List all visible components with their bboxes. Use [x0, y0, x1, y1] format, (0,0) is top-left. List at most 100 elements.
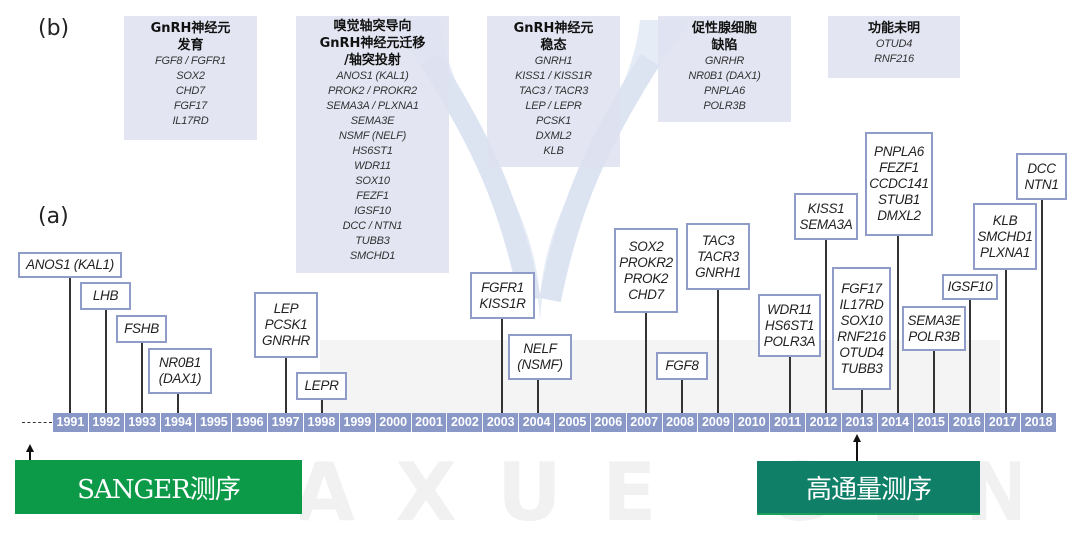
stem-2003 [501, 319, 503, 413]
gene: HS6ST1 [764, 317, 815, 333]
gene: IL17RD [839, 296, 884, 312]
discovery-2003: FGFR1 KISS1R [470, 272, 535, 319]
year-cell: 2011 [770, 413, 806, 432]
stem-2013 [861, 390, 863, 413]
gene: (DAX1) [158, 371, 202, 386]
stem-1993 [141, 343, 143, 413]
gene: NTN1 [1024, 176, 1059, 192]
stem-2008 [681, 380, 683, 413]
gene: TUBB3 [355, 235, 390, 247]
gene: FGFR1 [481, 279, 524, 295]
year-cell: 1992 [88, 413, 124, 432]
gene: FGF8 [665, 358, 699, 373]
gene: SEMA3E [350, 115, 395, 127]
year-cell: 2000 [375, 413, 411, 432]
gene: SOX10 [840, 312, 883, 328]
gene: DCC [1027, 160, 1056, 176]
category-title: GnRH神经元 发育 [150, 21, 231, 53]
year-cell: 1994 [160, 413, 196, 432]
gene: SEMA3A / PLXNA1 [326, 100, 419, 112]
ngs-arrow-line [856, 441, 858, 461]
year-cell: 2016 [949, 413, 985, 432]
gene: IGSF10 [947, 279, 993, 294]
year-cell: 2014 [877, 413, 913, 432]
gene: GNRHR [704, 55, 745, 67]
gene: TAC3 / TACR3 [518, 85, 589, 97]
gene: PLXNA1 [980, 244, 1030, 260]
gene: LEP / LEPR [525, 100, 582, 112]
discovery-1992: LHB [80, 282, 131, 310]
stem-1997 [285, 358, 287, 413]
year-axis: 1991 1992 1993 1994 1995 1996 1997 1998 … [53, 413, 1057, 432]
arrow-up-icon [26, 444, 34, 452]
year-cell: 1997 [268, 413, 304, 432]
year-cell: 2003 [483, 413, 519, 432]
gene: NELF [523, 341, 557, 356]
stem-2015 [933, 351, 935, 413]
gene: SMCHD1 [349, 250, 396, 262]
stem-2009 [717, 290, 719, 413]
stem-1991 [69, 278, 71, 413]
gene: DCC / NTN1 [342, 220, 403, 232]
gene: ANOS1 (KAL1) [336, 70, 409, 82]
stem-2014 [897, 236, 899, 413]
discovery-2008: FGF8 [656, 352, 708, 380]
gene: (NSMF) [517, 357, 563, 372]
sanger-text: SANGER测序 [77, 474, 241, 505]
gene: TACR3 [697, 248, 739, 264]
year-cell: 2010 [734, 413, 770, 432]
gene: SEMA3A [799, 216, 853, 232]
year-cell: 1993 [124, 413, 160, 432]
year-cell: 1996 [232, 413, 268, 432]
gene: HS6ST1 [352, 145, 393, 157]
stem-2004 [537, 380, 539, 413]
gene: OTUD4 [875, 38, 913, 50]
ngs-sequencing-label: 高通量测序 [757, 461, 980, 515]
gene: FGF17 [841, 280, 882, 296]
gene: TUBB3 [840, 360, 883, 376]
gene: PNPLA6 [704, 85, 745, 97]
stem-1998 [321, 400, 323, 413]
category-gene-list: GNRH1 KISS1 / KISS1R TAC3 / TACR3 LEP / … [487, 54, 620, 159]
year-cell: 2006 [590, 413, 626, 432]
stem-2011 [789, 357, 791, 413]
discovery-2009: TAC3 TACR3 GNRH1 [686, 223, 750, 290]
discovery-1997: LEP PCSK1 GNRHR [254, 292, 318, 358]
discovery-2004: NELF (NSMF) [508, 334, 572, 380]
stem-2017 [1005, 270, 1007, 413]
category-gene-list: FGF8 / FGFR1 SOX2 CHD7 FGF17 IL17RD [124, 54, 257, 129]
gene: SMCHD1 [977, 228, 1033, 244]
category-title: 功能未明 [867, 21, 920, 36]
gene: SEMA3E [907, 312, 961, 328]
category-unknown-function: 功能未明 OTUD4 RNF216 [828, 16, 960, 78]
gene: GNRH1 [695, 264, 741, 280]
gene: PNPLA6 [874, 144, 924, 159]
gene: WDR11 [767, 301, 812, 317]
stem-2012 [825, 240, 827, 413]
gene: RNF216 [837, 328, 886, 344]
gene: FEZF1 [879, 160, 919, 175]
year-cell: 2013 [841, 413, 877, 432]
gene: SOX2 [176, 70, 205, 82]
discovery-2014: PNPLA6 FEZF1 CCDC141 STUB1 DMXL2 [865, 132, 933, 236]
gene: STUB1 [877, 192, 920, 207]
gene: PCSK1 [264, 317, 308, 332]
gene: CCDC141 [869, 176, 929, 191]
year-cell: 2018 [1021, 413, 1057, 432]
gene: SOX2 [628, 238, 664, 254]
discovery-2015: SEMA3E POLR3B [902, 306, 966, 351]
discovery-2007: SOX2 PROKR2 PROK2 CHD7 [614, 228, 678, 313]
stem-2016 [969, 300, 971, 413]
panel-a-label: (a) [38, 204, 69, 229]
gene: IGSF10 [354, 205, 391, 217]
gene: KISS1R [479, 295, 526, 311]
gene: GNRH1 [534, 55, 573, 67]
sanger-arrow-line [29, 451, 31, 461]
category-gene-list: ANOS1 (KAL1) PROK2 / PROKR2 SEMA3A / PLX… [296, 69, 449, 264]
discovery-1994: NR0B1 (DAX1) [148, 348, 212, 394]
gene: KLB [543, 145, 564, 157]
year-cell: 2012 [806, 413, 841, 432]
gene: PROK2 [623, 270, 669, 286]
arrow-up-icon [853, 434, 861, 442]
year-cell: 2002 [447, 413, 483, 432]
